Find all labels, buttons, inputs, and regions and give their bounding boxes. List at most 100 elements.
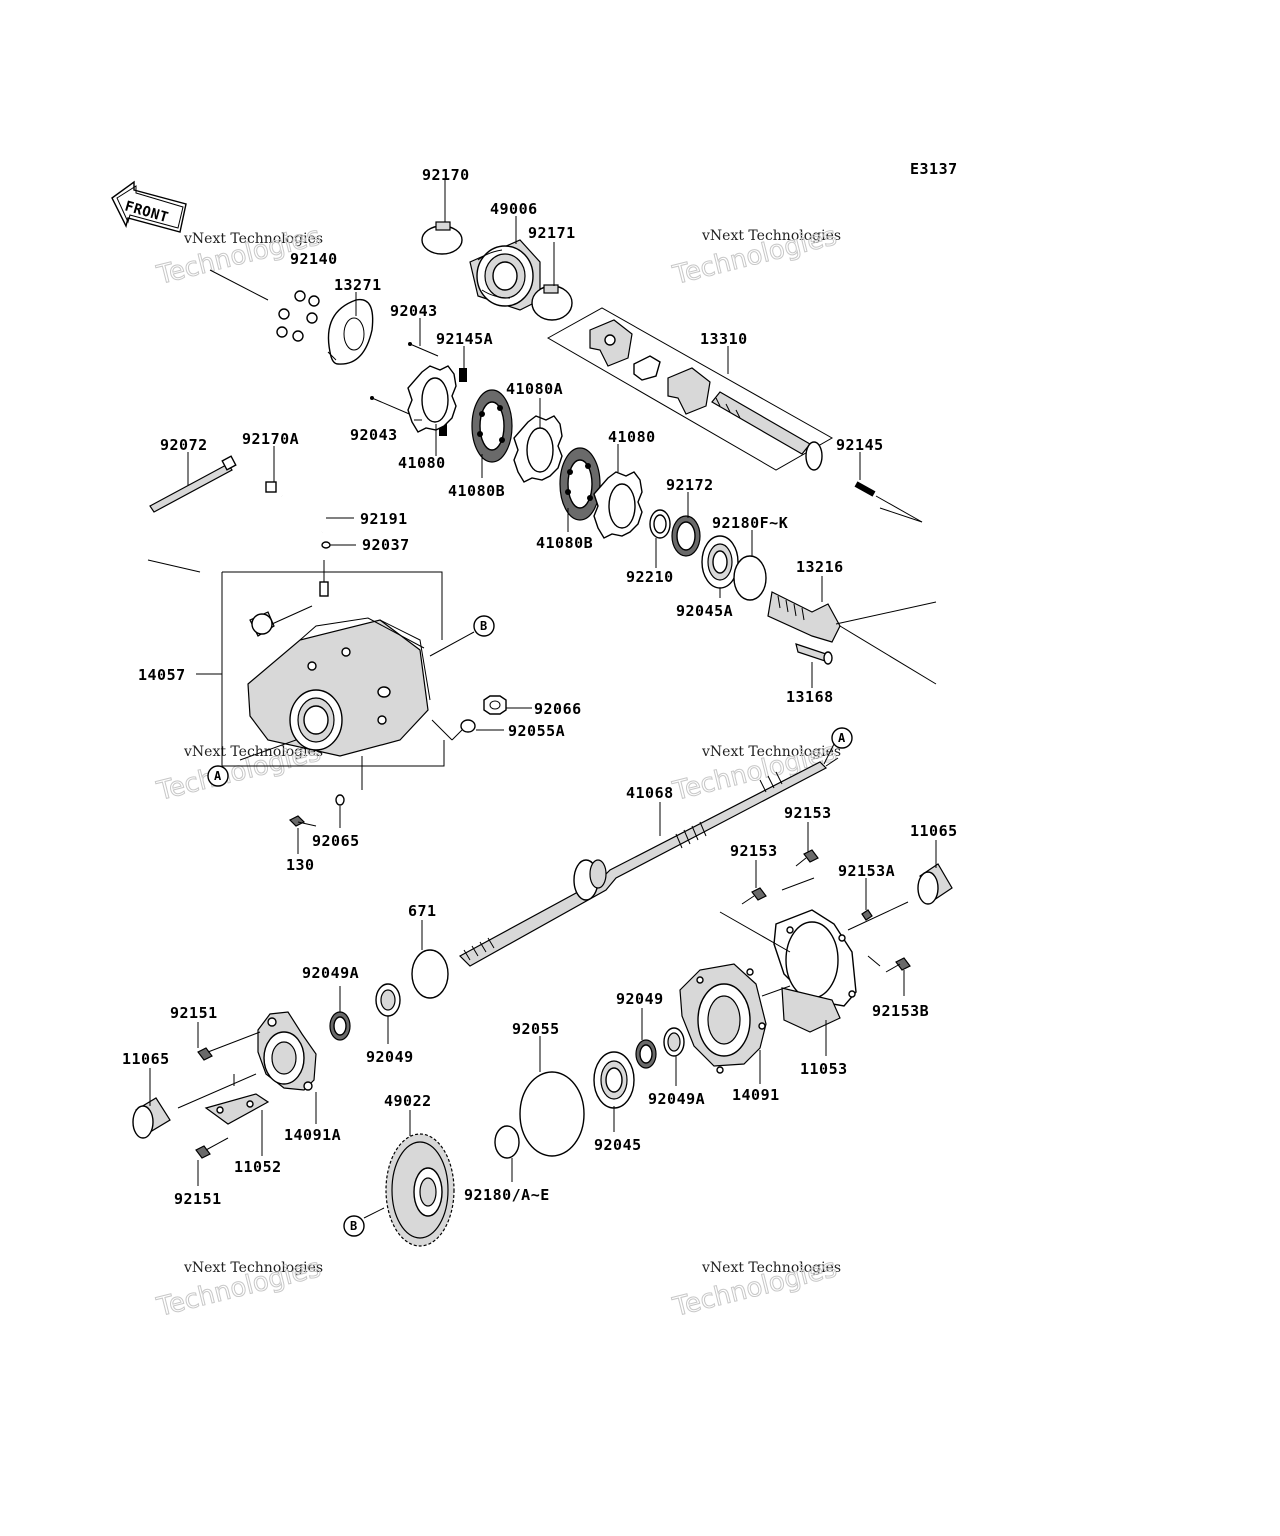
seal-11065-right xyxy=(917,863,953,905)
ring-gear-49022 xyxy=(385,1133,455,1247)
label-14091: 14091 xyxy=(732,1086,780,1104)
label-14057: 14057 xyxy=(138,666,186,684)
label-11065-right: 11065 xyxy=(910,822,958,840)
diagram-code: E3137 xyxy=(910,160,958,178)
label-92210: 92210 xyxy=(626,568,674,586)
label-92153-upper: 92153 xyxy=(784,804,832,822)
seal-92049A-left xyxy=(329,1011,351,1041)
label-13168: 13168 xyxy=(786,688,834,706)
label-41080-right: 41080 xyxy=(608,428,656,446)
label-92171: 92171 xyxy=(528,224,576,242)
svg-text:B: B xyxy=(480,619,487,633)
cover-11053 xyxy=(773,909,857,1033)
clamp-92170A xyxy=(265,481,277,493)
seal-92172 xyxy=(671,515,701,557)
label-13271: 13271 xyxy=(334,276,382,294)
label-92049A-left: 92049A xyxy=(302,964,359,982)
label-49006: 49006 xyxy=(490,200,538,218)
stud-13168 xyxy=(795,643,833,665)
label-49022: 49022 xyxy=(384,1092,432,1110)
label-92043-upper: 92043 xyxy=(390,302,438,320)
strap-92072 xyxy=(149,455,237,513)
label-92153-lower: 92153 xyxy=(730,842,778,860)
label-41068: 41068 xyxy=(626,784,674,802)
plate-41080A xyxy=(513,415,563,483)
label-92055A: 92055A xyxy=(508,722,565,740)
label-92072: 92072 xyxy=(160,436,208,454)
plug-92066 xyxy=(483,695,507,715)
spring-92145A xyxy=(459,368,467,382)
label-13216: 13216 xyxy=(796,558,844,576)
seal-11065-left xyxy=(132,1097,171,1139)
label-92151-lower: 92151 xyxy=(174,1190,222,1208)
label-92055: 92055 xyxy=(512,1020,560,1038)
spring-92145 xyxy=(854,481,876,497)
svg-text:vNext Technologies: vNext Technologies xyxy=(701,1260,841,1276)
label-92049-right: 92049 xyxy=(616,990,664,1008)
propeller-shaft-13310 xyxy=(546,307,834,471)
label-92065: 92065 xyxy=(312,832,360,850)
clamp-92170 xyxy=(421,221,463,255)
label-92045: 92045 xyxy=(594,1136,642,1154)
label-92145: 92145 xyxy=(836,436,884,454)
svg-text:vNext Technologies: vNext Technologies xyxy=(183,231,323,247)
label-671: 671 xyxy=(408,902,437,920)
plate-11052 xyxy=(204,1093,270,1125)
ring-92210 xyxy=(649,509,671,539)
boot-49006 xyxy=(469,239,541,311)
svg-text:vNext Technologies: vNext Technologies xyxy=(701,744,841,760)
bolt-92153-upper xyxy=(795,849,819,867)
fitting-92037 xyxy=(321,541,331,549)
label-92066: 92066 xyxy=(534,700,582,718)
plate-41080-left xyxy=(407,365,457,433)
label-130: 130 xyxy=(286,856,315,874)
front-arrow-icon: FRONT xyxy=(111,180,187,233)
label-92045A: 92045A xyxy=(676,602,733,620)
ref-marker-b-lower: B xyxy=(343,1215,365,1237)
bolt-92153-lower xyxy=(741,887,767,905)
bearing-92045 xyxy=(593,1051,635,1109)
label-92043-lower: 92043 xyxy=(350,426,398,444)
shaft-41068 xyxy=(459,757,839,967)
leader-lines xyxy=(149,180,937,1219)
label-92170: 92170 xyxy=(422,166,470,184)
ref-marker-a-left: A xyxy=(207,765,229,787)
label-92153A: 92153A xyxy=(838,862,895,880)
svg-text:B: B xyxy=(350,1219,357,1233)
svg-text:A: A xyxy=(838,731,846,745)
ref-marker-b-upper: B xyxy=(429,615,495,657)
label-92037: 92037 xyxy=(362,536,410,554)
bolt-130 xyxy=(288,815,317,827)
clamp-92171 xyxy=(531,284,573,321)
hose-92191 xyxy=(281,494,326,533)
svg-text:vNext Technologies: vNext Technologies xyxy=(183,744,323,760)
bearing-92049-left xyxy=(375,983,401,1017)
friction-disc-41080B-upper xyxy=(471,389,513,463)
bearing-92045A xyxy=(701,535,739,589)
label-92180F-K: 92180F~K xyxy=(712,514,788,532)
label-92170A: 92170A xyxy=(242,430,299,448)
svg-text:A: A xyxy=(214,769,222,783)
label-92145A: 92145A xyxy=(436,330,493,348)
shim-92180A-E xyxy=(494,1125,520,1159)
oring-671 xyxy=(411,949,449,999)
housing-14091 xyxy=(679,963,767,1074)
washer-92065 xyxy=(335,794,345,806)
label-92049A-right: 92049A xyxy=(648,1090,705,1108)
svg-text:vNext Technologies: vNext Technologies xyxy=(701,228,841,244)
ref-marker-a-right: A xyxy=(823,727,853,765)
seal-92049A-right xyxy=(663,1027,685,1057)
label-41080B-lower: 41080B xyxy=(536,534,593,552)
label-11052: 11052 xyxy=(234,1158,282,1176)
oring-92055A xyxy=(460,719,476,733)
label-13310: 13310 xyxy=(700,330,748,348)
bolt-92153A xyxy=(861,909,873,921)
part-labels: 92170 49006 92171 92140 13271 92043 9214… xyxy=(122,166,958,1208)
label-92191: 92191 xyxy=(360,510,408,528)
svg-text:vNext Technologies: vNext Technologies xyxy=(183,1260,323,1276)
label-14091A: 14091A xyxy=(284,1126,341,1144)
label-41080B-upper: 41080B xyxy=(448,482,505,500)
label-92049-left: 92049 xyxy=(366,1048,414,1066)
